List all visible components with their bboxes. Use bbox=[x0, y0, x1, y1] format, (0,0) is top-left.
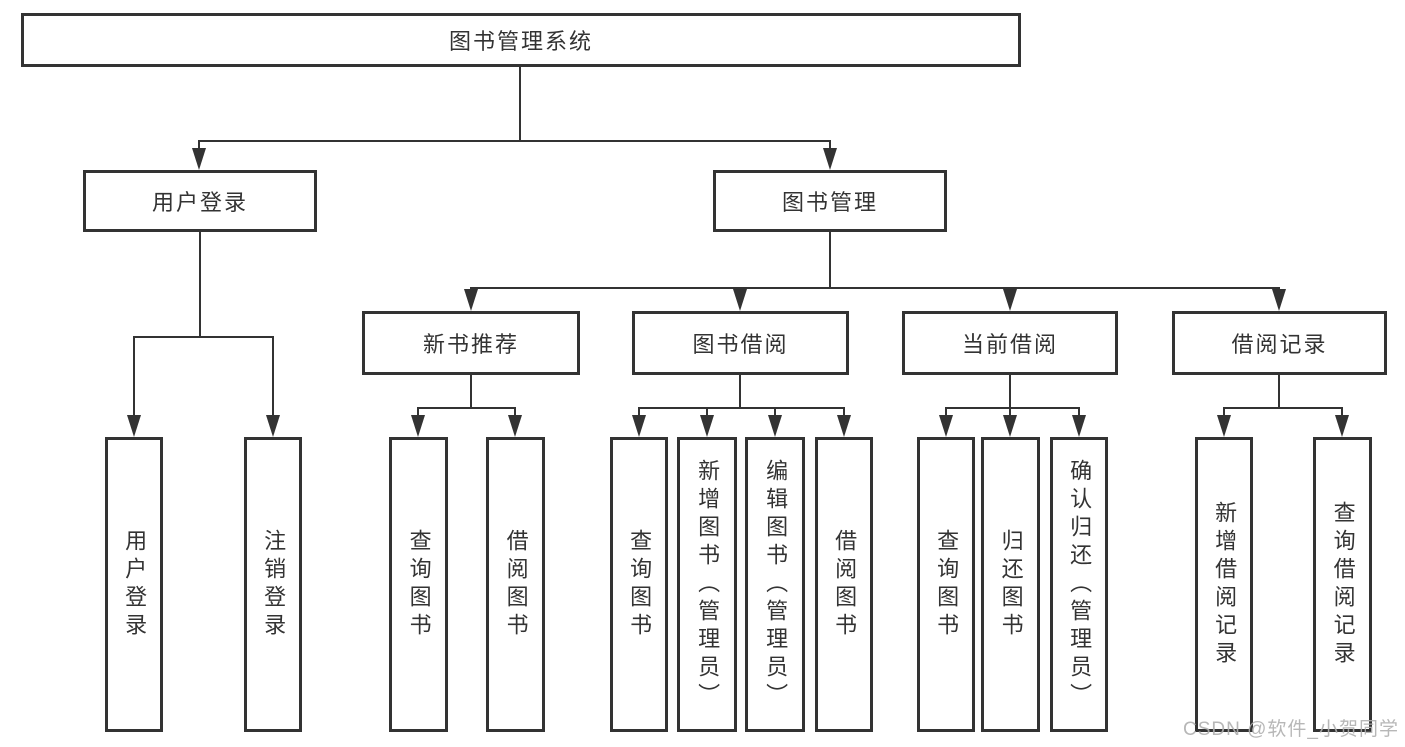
connector-userlogin-stem bbox=[199, 232, 201, 338]
connector-records-branch bbox=[1224, 407, 1342, 409]
leaf-label: 借阅图书 bbox=[832, 528, 858, 641]
leaf-return-books: 归还图书 bbox=[981, 437, 1040, 732]
node-book-management: 图书管理 bbox=[713, 170, 947, 232]
leaf-add-books-admin: 新增图书（管理员） bbox=[677, 437, 737, 732]
leaf-user-login: 用户登录 bbox=[105, 437, 163, 732]
arrow-down-marker bbox=[266, 415, 280, 437]
leaf-borrow-books-newbook: 借阅图书 bbox=[486, 437, 545, 732]
arrow-down-marker bbox=[1272, 289, 1286, 311]
connector-branch2 bbox=[471, 287, 1280, 289]
connector-branch1 bbox=[199, 140, 831, 142]
connector-userlogin-branch bbox=[134, 336, 274, 338]
connector-root-stem bbox=[519, 67, 521, 141]
leaf-label: 查询图书 bbox=[627, 528, 653, 641]
leaf-query-books-borrow: 查询图书 bbox=[610, 437, 668, 732]
connector-records-stem bbox=[1278, 375, 1280, 409]
arrow-down-marker bbox=[700, 415, 714, 437]
connector-borrow-stem3 bbox=[774, 407, 776, 417]
leaf-label: 确认归还（管理员） bbox=[1067, 458, 1093, 711]
connector-borrow-stem bbox=[739, 375, 741, 409]
connector-current-stem bbox=[1009, 375, 1011, 409]
connector-newbook-branch bbox=[418, 407, 516, 409]
leaf-add-borrow-record: 新增借阅记录 bbox=[1195, 437, 1253, 732]
connector-userlogin-left-stem bbox=[133, 336, 135, 418]
arrow-down-marker bbox=[508, 415, 522, 437]
leaf-edit-books-admin: 编辑图书（管理员） bbox=[745, 437, 805, 732]
connector-current-branch bbox=[946, 407, 1079, 409]
leaf-label: 编辑图书（管理员） bbox=[763, 458, 789, 711]
connector-current-stem3 bbox=[1078, 407, 1080, 417]
arrow-down-marker bbox=[411, 415, 425, 437]
connector-borrow-branch bbox=[639, 407, 844, 409]
arrow-down-marker bbox=[939, 415, 953, 437]
arrow-down-marker bbox=[464, 289, 478, 311]
leaf-label: 归还图书 bbox=[998, 528, 1024, 641]
arrow-down-marker bbox=[1335, 415, 1349, 437]
arrow-down-marker bbox=[192, 148, 206, 170]
connector-borrow-stem1 bbox=[638, 407, 640, 417]
leaf-label: 查询图书 bbox=[934, 528, 960, 641]
leaf-query-books-current: 查询图书 bbox=[917, 437, 975, 732]
connector-branch1-right-stem bbox=[829, 140, 831, 152]
leaf-label: 新增图书（管理员） bbox=[695, 458, 721, 711]
arrow-down-marker bbox=[1003, 415, 1017, 437]
connector-current-stem1 bbox=[945, 407, 947, 417]
leaf-query-borrow-record: 查询借阅记录 bbox=[1313, 437, 1372, 732]
arrow-down-marker bbox=[1072, 415, 1086, 437]
connector-bookmgmt-stem bbox=[829, 232, 831, 289]
connector-newbook-stem2 bbox=[514, 407, 516, 417]
connector-userlogin-right-stem bbox=[272, 336, 274, 418]
leaf-confirm-return-admin: 确认归还（管理员） bbox=[1050, 437, 1108, 732]
connector-borrow-stem4 bbox=[843, 407, 845, 417]
watermark: CSDN @软件_小贺同学 bbox=[1183, 719, 1399, 740]
node-new-book-recommendation: 新书推荐 bbox=[362, 311, 580, 375]
arrow-down-marker bbox=[127, 415, 141, 437]
leaf-logout: 注销登录 bbox=[244, 437, 302, 732]
connector-current-stem2 bbox=[1009, 407, 1011, 417]
node-current-borrowing: 当前借阅 bbox=[902, 311, 1118, 375]
arrow-down-marker bbox=[733, 289, 747, 311]
leaf-label: 查询图书 bbox=[406, 528, 432, 641]
arrow-down-marker bbox=[632, 415, 646, 437]
arrow-down-marker bbox=[837, 415, 851, 437]
arrow-down-marker bbox=[823, 148, 837, 170]
node-user-login: 用户登录 bbox=[83, 170, 317, 232]
connector-borrow-stem2 bbox=[706, 407, 708, 417]
arrow-down-marker bbox=[768, 415, 782, 437]
connector-records-stem1 bbox=[1223, 407, 1225, 417]
node-book-borrowing: 图书借阅 bbox=[632, 311, 849, 375]
leaf-label: 新增借阅记录 bbox=[1212, 500, 1238, 669]
leaf-label: 借阅图书 bbox=[503, 528, 529, 641]
leaf-label: 注销登录 bbox=[261, 528, 287, 641]
arrow-down-marker bbox=[1003, 289, 1017, 311]
node-library-management-system: 图书管理系统 bbox=[21, 13, 1021, 67]
connector-records-stem2 bbox=[1341, 407, 1343, 417]
leaf-query-books-newbook: 查询图书 bbox=[389, 437, 448, 732]
arrow-down-marker bbox=[1217, 415, 1231, 437]
leaf-label: 用户登录 bbox=[122, 528, 148, 641]
node-borrowing-records: 借阅记录 bbox=[1172, 311, 1387, 375]
leaf-borrow-books-borrow: 借阅图书 bbox=[815, 437, 873, 732]
connector-newbook-stem1 bbox=[417, 407, 419, 417]
connector-branch1-left-stem bbox=[198, 140, 200, 152]
connector-newbook-stem bbox=[470, 375, 472, 409]
leaf-label: 查询借阅记录 bbox=[1330, 500, 1356, 669]
